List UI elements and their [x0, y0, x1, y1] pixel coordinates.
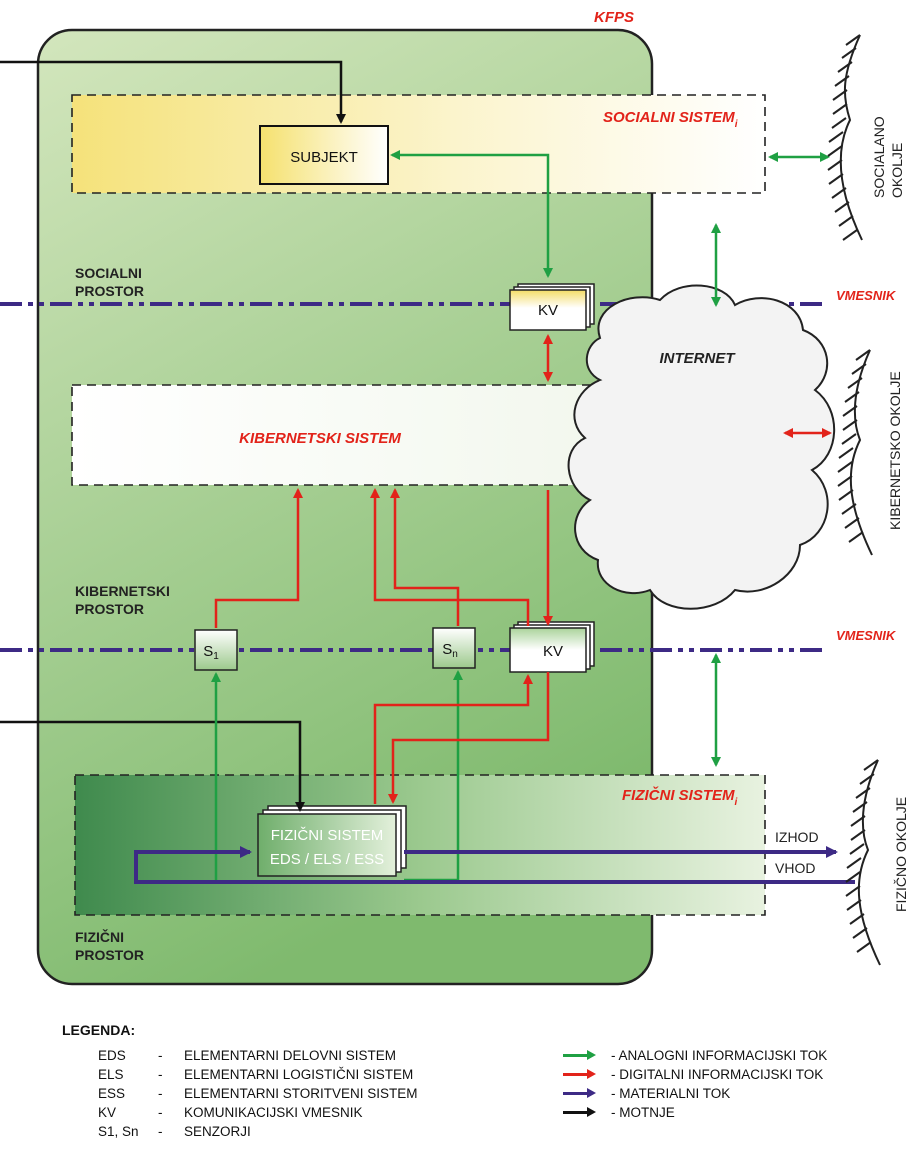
legend-abbr: KV [98, 1105, 117, 1120]
material-flow-input [134, 846, 855, 884]
physical-environment-label: FIZIČNO OKOLJE [893, 797, 909, 912]
digital-flow-kv-cyber [370, 488, 530, 626]
kv-top-label: KV [538, 302, 558, 319]
legend-flow-types: - ANALOGNI INFORMACIJSKI TOK - DIGITALNI… [563, 1048, 893, 1128]
physical-box-label-1: FIZIČNI SISTEM [271, 827, 384, 844]
legend-text: KOMUNIKACIJSKI VMESNIK [184, 1105, 363, 1120]
legend-abbr: S1, Sn [98, 1124, 139, 1139]
physical-system-box[interactable] [257, 813, 397, 877]
arrow-head-icon [587, 1088, 596, 1098]
kv-bottom-box[interactable] [509, 627, 587, 673]
input-label: VHOD [775, 860, 815, 876]
sensor-sn-label: Sn [442, 641, 458, 660]
legend-text: ELEMENTARNI DELOVNI SISTEM [184, 1048, 397, 1063]
legend-flow-text: - MATERIALNI TOK [611, 1086, 731, 1101]
social-environment-hatch [827, 34, 863, 241]
legend-dash: - [158, 1067, 163, 1082]
arrow-icon [563, 1073, 589, 1076]
arrow-icon [563, 1111, 589, 1114]
physical-box-label-2: EDS / ELS / ESS [270, 851, 384, 868]
kv-bottom-label: KV [543, 643, 563, 660]
subject-box[interactable] [259, 125, 389, 185]
mediator-label-bottom: VMESNIK [836, 628, 897, 643]
legend-dash: - [158, 1105, 163, 1120]
analog-flow-subject-kv [390, 150, 553, 278]
physical-system-area [74, 774, 766, 916]
arrow-head-icon [587, 1107, 596, 1117]
legend-text: SENZORJI [184, 1124, 251, 1139]
cyber-system-label: KIBERNETSKI SISTEM [239, 430, 401, 447]
legend-flow-text: - DIGITALNI INFORMACIJSKI TOK [611, 1067, 824, 1082]
sensor-s1-label: S1 [203, 643, 219, 662]
digital-flow-s1-cyber [214, 488, 303, 628]
legend-dash: - [158, 1048, 163, 1063]
physical-environment-hatch [845, 759, 881, 966]
legend-abbreviations: EDS - ELEMENTARNI DELOVNI SISTEM ELS - E… [98, 1048, 498, 1148]
kv-top-box[interactable] [509, 289, 587, 331]
legend-abbr: EDS [98, 1048, 126, 1063]
arrow-head-icon [587, 1069, 596, 1079]
internet-label: INTERNET [660, 350, 737, 367]
legend-text: ELEMENTARNI STORITVENI SISTEM [184, 1086, 418, 1101]
sensor-s1-box[interactable] [194, 629, 238, 671]
internet-cloud [567, 284, 836, 610]
legend-title: LEGENDA: [62, 1022, 136, 1038]
legend-abbr: ESS [98, 1086, 126, 1101]
kfps-title: KFPS [594, 9, 634, 26]
digital-flow-sn-cyber [390, 488, 460, 626]
digital-flow-kv-physical [388, 672, 550, 804]
legend-dash: - [158, 1086, 163, 1101]
legend-abbr: ELS [98, 1067, 124, 1082]
disturbance-flow-social [0, 60, 346, 124]
physical-system-label: FIZIČNI SISTEMi [622, 786, 738, 808]
disturbance-flow-physical [0, 720, 305, 812]
legend-text: ELEMENTARNI LOGISTIČNI SISTEM [184, 1067, 414, 1082]
arrow-icon [563, 1054, 589, 1057]
legend-dash: - [158, 1124, 163, 1139]
digital-flow-physical-kv [373, 674, 533, 804]
output-label: IZHOD [775, 829, 819, 845]
cyber-environment-hatch [837, 349, 873, 556]
subject-label: SUBJEKT [290, 149, 358, 166]
arrow-head-icon [587, 1050, 596, 1060]
arrow-icon [563, 1092, 589, 1095]
sensor-sn-box[interactable] [432, 627, 476, 669]
legend-flow-text: - ANALOGNI INFORMACIJSKI TOK [611, 1048, 828, 1063]
mediator-label-top: VMESNIK [836, 288, 897, 303]
cyber-environment-label: KIBERNETSKO OKOLJE [887, 371, 903, 530]
social-system-label: SOCIALNI SISTEMi [603, 109, 738, 130]
legend-flow-text: - MOTNJE [611, 1105, 675, 1120]
